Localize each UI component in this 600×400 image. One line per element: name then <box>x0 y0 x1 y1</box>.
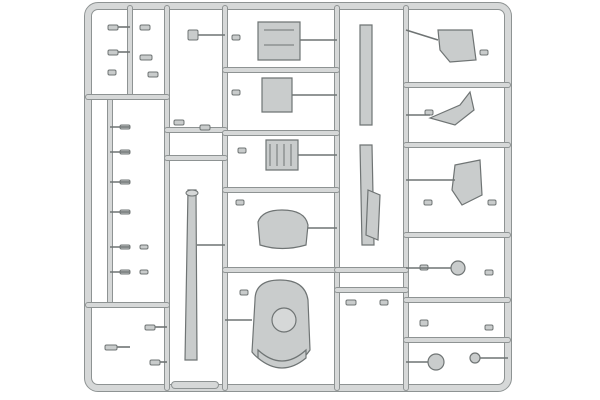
small-part-12 <box>139 244 149 250</box>
idler-hub-part <box>450 260 466 276</box>
small-part-21 <box>231 89 241 96</box>
turret-ring-part <box>257 348 307 369</box>
cover-plate-part <box>261 77 293 113</box>
small-part-17 <box>187 29 199 41</box>
small-wheel-part <box>469 352 481 364</box>
small-part-18 <box>173 119 185 126</box>
small-part-23 <box>235 199 245 206</box>
small-part-13 <box>139 269 149 275</box>
small-part-19 <box>199 124 211 131</box>
small-part-27 <box>419 319 429 327</box>
barrel-part <box>184 189 198 361</box>
wheel-part <box>427 353 445 371</box>
grille-part <box>265 139 299 171</box>
small-part-31 <box>423 199 433 206</box>
gate <box>405 29 439 41</box>
barrel-muzzle <box>185 189 199 197</box>
track-link-part-a <box>359 24 373 126</box>
small-part-4 <box>139 54 153 61</box>
small-part-15 <box>144 324 156 331</box>
bracket-part <box>365 189 381 241</box>
small-part-2 <box>107 69 117 76</box>
engine-deck-part <box>257 21 301 61</box>
small-part-30 <box>484 269 494 276</box>
small-part-1 <box>107 49 119 56</box>
small-part-14 <box>104 344 118 351</box>
small-part-34 <box>479 49 489 56</box>
small-part-28 <box>484 324 494 331</box>
small-part-16 <box>149 359 161 366</box>
mantlet-part <box>257 209 309 250</box>
outer-frame <box>85 3 511 391</box>
road-wheel-arm-part <box>451 159 483 206</box>
small-part-25 <box>345 299 357 306</box>
suspension-arm-part <box>428 90 475 126</box>
small-part-3 <box>139 24 151 31</box>
small-part-5 <box>147 71 159 78</box>
small-part-22 <box>237 147 247 154</box>
small-part-24 <box>239 289 249 296</box>
hatch-opening <box>271 307 297 333</box>
gearbox-part <box>437 29 477 63</box>
small-part-20 <box>231 34 241 41</box>
small-part-0 <box>107 24 119 31</box>
small-part-26 <box>379 299 389 306</box>
small-part-32 <box>487 199 497 206</box>
